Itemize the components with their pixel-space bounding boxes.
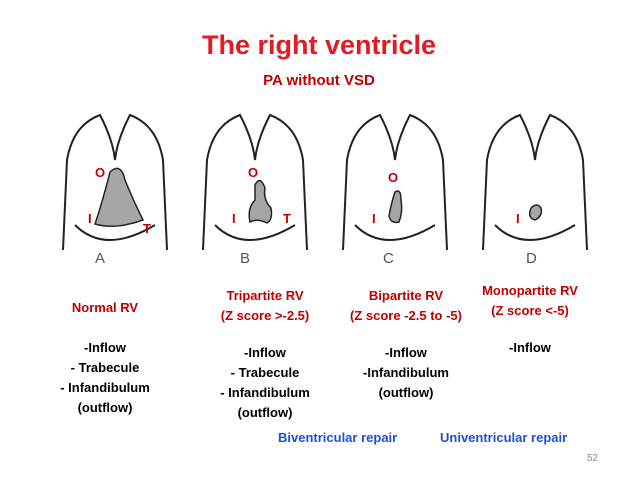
component-item: - Trabecule [70,360,140,375]
heading-monopartite-rv: Monopartite RV (Z score <-5) [460,281,600,321]
biventricular-repair-label: Biventricular repair [278,430,398,445]
slide-title: The right ventricle [201,30,437,60]
panel-letter-b: B [240,250,251,267]
rv-cavity-d [528,204,543,221]
marker-o-b: O [248,165,259,180]
marker-i-b: I [232,211,236,226]
component-item: - Trabecule [230,365,300,380]
univentricular-repair-label: Univentricular repair [440,430,568,445]
heading-normal-rv: Normal RV [35,298,175,318]
component-item: - Infandibulum [60,380,150,395]
slide-subtitle: PA without VSD [263,72,375,89]
component-item: -Inflow [84,340,126,355]
heart-diagram-a [55,100,175,270]
component-item: -Inflow [509,340,551,355]
marker-i-a: I [88,211,92,226]
component-item: -Inflow [385,345,427,360]
panel-letter-d: D [526,250,537,267]
heart-outline-b [202,113,308,251]
component-item: -Inflow [244,345,286,360]
marker-o-a: O [95,165,106,180]
rv-cavity-a [94,167,145,227]
heading-line: Monopartite RV [482,283,578,298]
heading-line: (Z score <-5) [491,303,569,318]
components-c: -Inflow -Infandibulum (outflow) [336,343,476,403]
heading-line: Tripartite RV [226,288,304,303]
heart-outline-c [342,113,448,251]
heart-diagram-c [335,100,455,270]
marker-i-d: I [516,211,520,226]
heading-line: Bipartite RV [368,288,444,303]
marker-i-c: I [372,211,376,226]
heading-line: Normal RV [71,300,139,315]
panel-letter-c: C [383,250,394,267]
heading-line: (Z score -2.5 to -5) [350,308,462,323]
components-b: -Inflow - Trabecule - Infandibulum (outf… [195,343,335,423]
heart-outline-d [482,113,588,251]
heading-bipartite-rv: Bipartite RV (Z score -2.5 to -5) [336,286,476,326]
page-number: 52 [586,453,598,464]
heading-line: (Z score >-2.5) [220,308,310,323]
component-item: (outflow) [237,405,293,420]
heading-tripartite-rv: Tripartite RV (Z score >-2.5) [195,286,335,326]
panel-letter-a: A [95,250,106,267]
components-d: -Inflow [460,338,600,358]
marker-o-c: O [388,170,399,185]
heart-outline-a [62,113,168,251]
rv-cavity-c [388,190,403,224]
component-item: (outflow) [77,400,133,415]
marker-t-a: T [143,221,151,236]
component-item: -Infandibulum [363,365,449,380]
heart-diagram-d [475,100,595,270]
marker-t-b: T [283,211,291,226]
component-item: - Infandibulum [220,385,310,400]
components-a: -Inflow - Trabecule - Infandibulum (outf… [35,338,175,418]
component-item: (outflow) [378,385,434,400]
rv-cavity-b [248,179,273,224]
heart-diagram-b [195,100,315,270]
